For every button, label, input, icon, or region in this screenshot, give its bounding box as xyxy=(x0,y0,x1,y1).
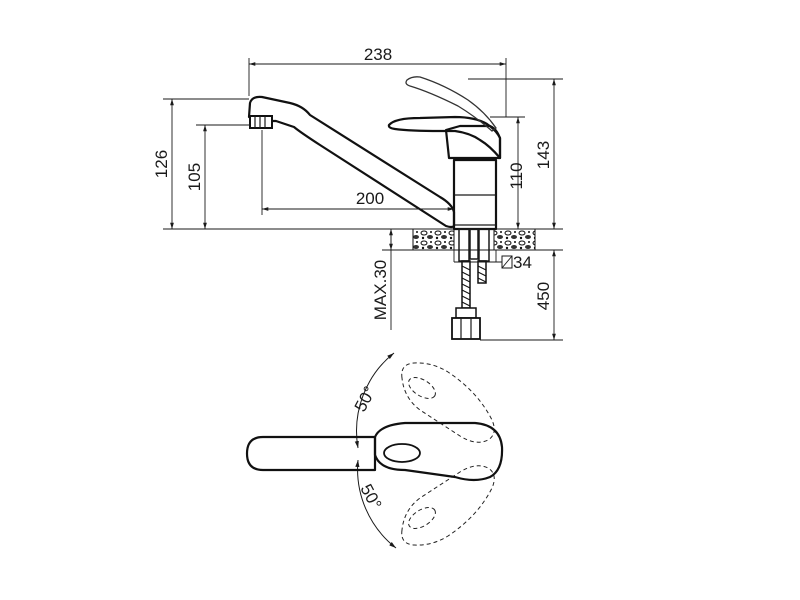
dim-450: 450 xyxy=(480,249,563,341)
side-view: 238 200 126 105 110 xyxy=(152,45,563,341)
countertop-section xyxy=(412,228,536,251)
angle-label-lower: 50° xyxy=(356,481,385,513)
lever-grip-recess xyxy=(383,443,421,463)
dim-label-200: 200 xyxy=(356,189,384,208)
dim-238: 238 xyxy=(248,45,507,117)
square-symbol xyxy=(501,255,513,269)
dim-143: 143 xyxy=(468,78,563,230)
lever-handle xyxy=(387,115,502,160)
dim-34: 34 xyxy=(453,250,532,272)
spout-top xyxy=(245,435,377,472)
dim-105: 105 xyxy=(185,124,250,229)
spout xyxy=(247,95,456,229)
dim-label-450: 450 xyxy=(534,282,553,310)
dim-label-110: 110 xyxy=(507,162,526,189)
dim-label-238: 238 xyxy=(364,45,392,64)
dim-label-126: 126 xyxy=(152,150,171,178)
angle-label-upper: 50° xyxy=(351,383,380,415)
dim-label-105: 105 xyxy=(185,163,204,191)
dim-200: 200 xyxy=(261,130,454,215)
faucet-body xyxy=(452,158,498,231)
dim-label-143: 143 xyxy=(534,141,553,169)
top-view: 50° 50° xyxy=(245,352,504,549)
dim-max30: MAX.30 xyxy=(371,228,413,330)
dim-label-34: 34 xyxy=(513,253,532,272)
lever-position-rotated-down xyxy=(401,465,495,546)
dim-label-max30: MAX.30 xyxy=(371,260,390,320)
lever-position-rotated-up xyxy=(401,362,495,443)
aerator xyxy=(249,115,273,129)
lever-handle-raised xyxy=(405,76,497,132)
dim-110: 110 xyxy=(490,116,526,229)
swing-arc-upper xyxy=(354,352,395,449)
lever-top xyxy=(373,421,504,482)
mounting-assembly xyxy=(451,228,490,340)
